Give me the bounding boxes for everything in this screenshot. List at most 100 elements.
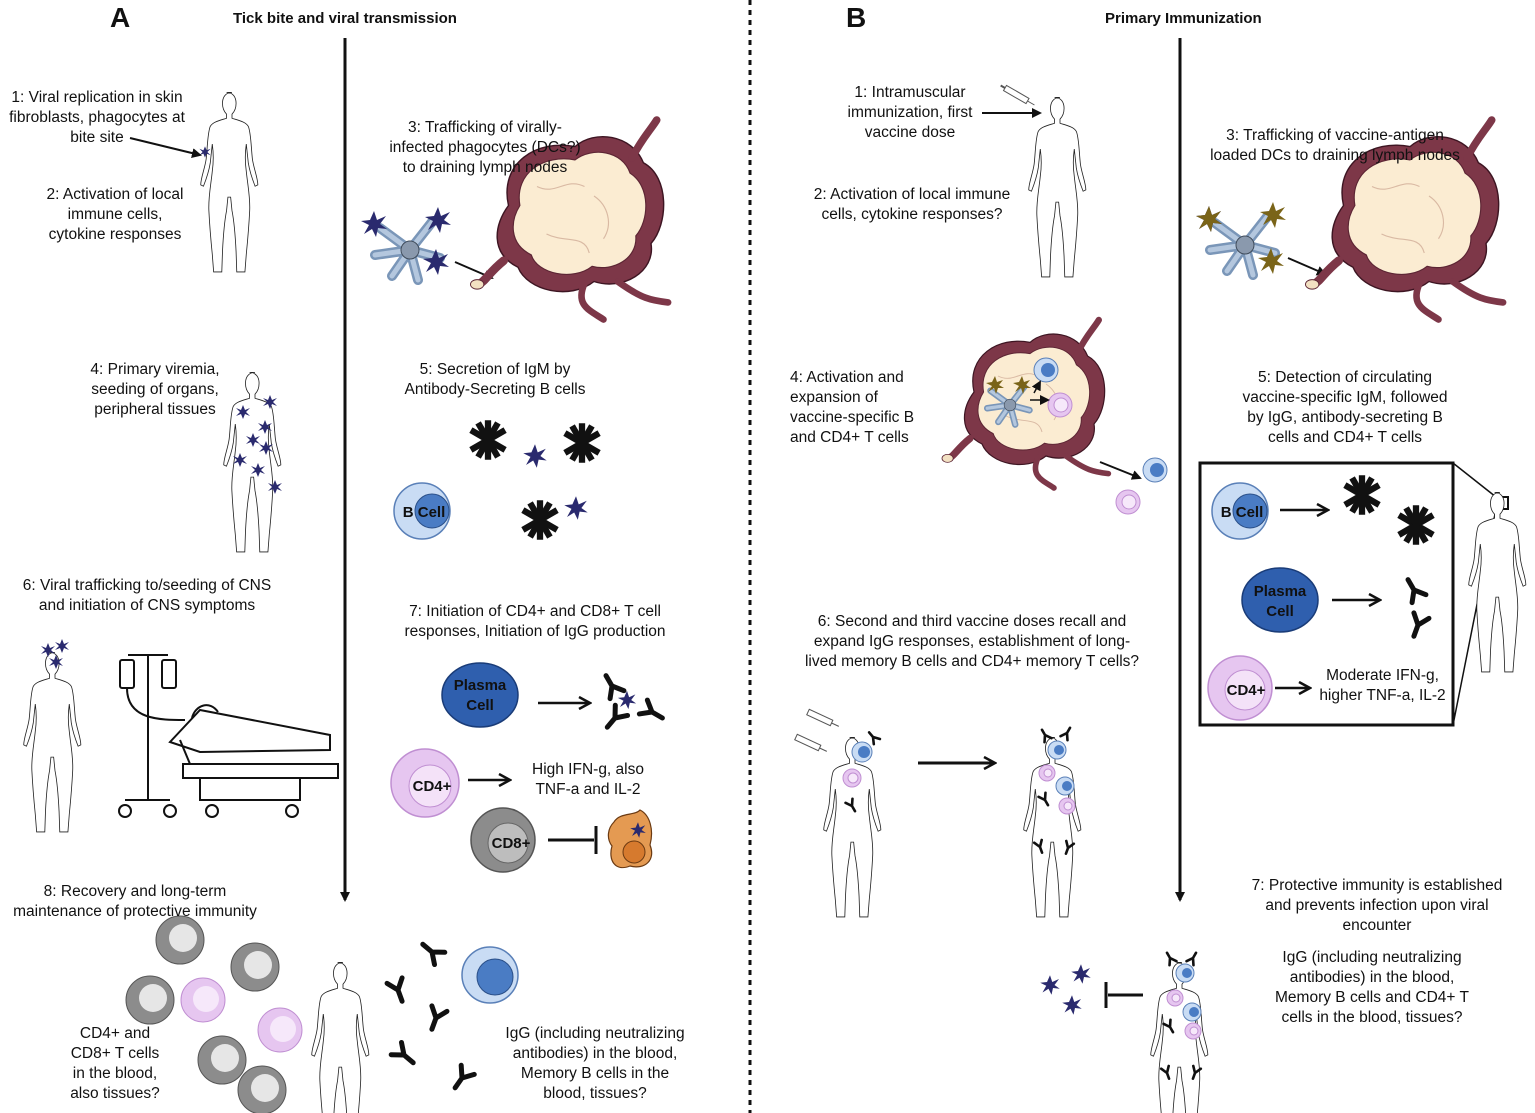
panel-title-b: Primary Immunization xyxy=(1105,10,1262,27)
virus-icon xyxy=(617,690,637,710)
human-figure-bite xyxy=(200,91,259,273)
memory-t-cells xyxy=(125,915,303,1113)
human-figure-viremia xyxy=(223,371,282,553)
cd4-cell-a: CD4+ xyxy=(390,748,460,818)
igg-icon xyxy=(599,672,624,699)
igg-icon xyxy=(387,978,410,1004)
step-line: antibodies) in the blood, xyxy=(512,1045,678,1062)
infected-cell-icon xyxy=(607,809,653,869)
igm-icon xyxy=(565,423,599,463)
virus-icon xyxy=(523,444,547,468)
step-line: bite site xyxy=(70,129,124,146)
plasma-cell-label-1: Plasma xyxy=(454,677,507,694)
step-a7: 7: Initiation of CD4+ and CD8+ T cell re… xyxy=(395,602,675,642)
step-a2: 2: Activation of local immune cells, cyt… xyxy=(30,185,200,245)
virus-icon xyxy=(1040,975,1060,995)
cd4-label: CD4+ xyxy=(1227,682,1266,699)
inhibit-symbol xyxy=(548,826,598,854)
igg-antibodies-a xyxy=(387,938,474,1092)
dc-antigen-group xyxy=(1196,202,1286,275)
virus-icon xyxy=(564,496,588,520)
igm-icon xyxy=(1399,505,1433,545)
step-b7: 7: Protective immunity is established an… xyxy=(1232,876,1522,936)
memory-b-cell-a xyxy=(461,946,519,1004)
plasma-cell-label-1: Plasma xyxy=(1254,583,1307,600)
panel-letter-a: A xyxy=(110,2,131,33)
step-b1: 1: Intramuscular immunization, first vac… xyxy=(830,83,990,143)
igg-icon xyxy=(1185,949,1201,967)
step-b6: 6: Second and third vaccine doses recall… xyxy=(782,612,1162,672)
step-line: CD4+ and xyxy=(79,1025,151,1042)
inhibit-symbol-b xyxy=(1104,982,1143,1008)
step-line: cells in the blood, tissues? xyxy=(1281,1009,1463,1026)
igg-icon xyxy=(424,1006,447,1032)
step-line: seeding of organs, xyxy=(91,381,219,398)
plasma-cell-label-2: Cell xyxy=(466,697,494,714)
syringe-icon xyxy=(806,708,840,727)
igg-icon xyxy=(1401,576,1426,603)
virus-icon xyxy=(1071,964,1091,984)
dc-to-lymph-arrow-b xyxy=(1287,257,1327,276)
step-line: cytokine responses xyxy=(48,226,182,243)
human-figure-memory xyxy=(1023,736,1082,918)
step-line: to draining lymph nodes xyxy=(402,159,568,176)
igg-icon xyxy=(601,705,627,732)
b-cell-b: B Cell xyxy=(1211,482,1269,540)
igg-icon xyxy=(864,728,882,746)
step-line: 2: Activation of local immune xyxy=(813,186,1011,203)
detection-box xyxy=(1198,461,1455,727)
step-line: 3: Trafficking of vaccine-antigen xyxy=(1226,127,1444,144)
step-line: vaccine dose xyxy=(864,124,956,141)
bite-arrow xyxy=(129,137,202,158)
step-line: expansion of xyxy=(790,389,878,406)
step-a5: 5: Secretion of IgM by Antibody-Secretin… xyxy=(390,360,600,400)
igm-icon xyxy=(471,420,505,460)
step-line: encounter xyxy=(1342,917,1412,934)
syringe-icon xyxy=(1000,84,1035,106)
step-line: and prevents infection upon viral xyxy=(1265,897,1489,914)
step-line: 5: Detection of circulating xyxy=(1257,369,1433,386)
virus-icon xyxy=(55,639,69,653)
b-cell-label: B Cell xyxy=(403,504,446,521)
step-line: expand IgG responses, establishment of l… xyxy=(813,633,1131,650)
step-line: 8: Recovery and long-term xyxy=(43,883,227,900)
step-line: responses, Initiation of IgG production xyxy=(404,623,666,640)
protected-cells xyxy=(1159,949,1203,1082)
panel-letter-b: B xyxy=(846,2,867,33)
step-line: 7: Protective immunity is established xyxy=(1251,877,1503,894)
step-line: fibroblasts, phagocytes at xyxy=(9,109,185,126)
igg-text-b: IgG (including neutralizing antibodies) … xyxy=(1252,948,1492,1028)
panel-title-a: Tick bite and viral transmission xyxy=(233,10,457,27)
memory-cells-b xyxy=(1032,724,1076,857)
step-b2: 2: Activation of local immune cells, cyt… xyxy=(792,185,1032,225)
human-figure-detection xyxy=(1468,491,1527,673)
igg-icon xyxy=(1406,613,1429,639)
step-line: in the blood, xyxy=(72,1065,158,1082)
step-line: 5: Secretion of IgM by xyxy=(419,361,571,378)
memory-t-cells-text: CD4+ and CD8+ T cells in the blood, also… xyxy=(55,1024,175,1104)
step-a3: 3: Trafficking of virally- infected phag… xyxy=(377,118,593,178)
step-line: by IgG, antibody-secreting B xyxy=(1247,409,1443,426)
b-cell-label: B Cell xyxy=(1221,504,1264,521)
cd4-response-b: Moderate IFN-g, higher TNF-a, IL-2 xyxy=(1310,666,1455,706)
step-line: Memory B cells and CD4+ T xyxy=(1275,989,1469,1006)
step-line: CD8+ T cells xyxy=(70,1045,160,1062)
step-line: blood, tissues? xyxy=(543,1085,647,1102)
b-cell-a: B Cell xyxy=(393,482,451,540)
human-figure-boost xyxy=(823,736,882,918)
boost-cells xyxy=(842,728,882,815)
step-line: vaccine-specific IgM, followed xyxy=(1242,389,1448,406)
step-b4: 4: Activation and expansion of vaccine-s… xyxy=(790,368,940,448)
blocked-virus xyxy=(1040,964,1091,1015)
step-line: lived memory B cells and CD4+ memory T c… xyxy=(804,653,1140,670)
igm-icon xyxy=(1345,475,1379,515)
step-line: cells and CD4+ T cells xyxy=(1267,429,1423,446)
step-line: maintenance of protective immunity xyxy=(13,903,257,920)
step-line: 6: Second and third vaccine doses recall… xyxy=(817,613,1127,630)
step-line: 1: Viral replication in skin xyxy=(11,89,183,106)
step-a6: 6: Viral trafficking to/seeding of CNS a… xyxy=(2,576,292,616)
cd8-cell-a: CD8+ xyxy=(470,807,536,873)
step-line: Memory B cells in the xyxy=(520,1065,670,1082)
step-b3: 3: Trafficking of vaccine-antigen loaded… xyxy=(1190,126,1480,166)
step-line: IgG (including neutralizing xyxy=(505,1025,685,1042)
